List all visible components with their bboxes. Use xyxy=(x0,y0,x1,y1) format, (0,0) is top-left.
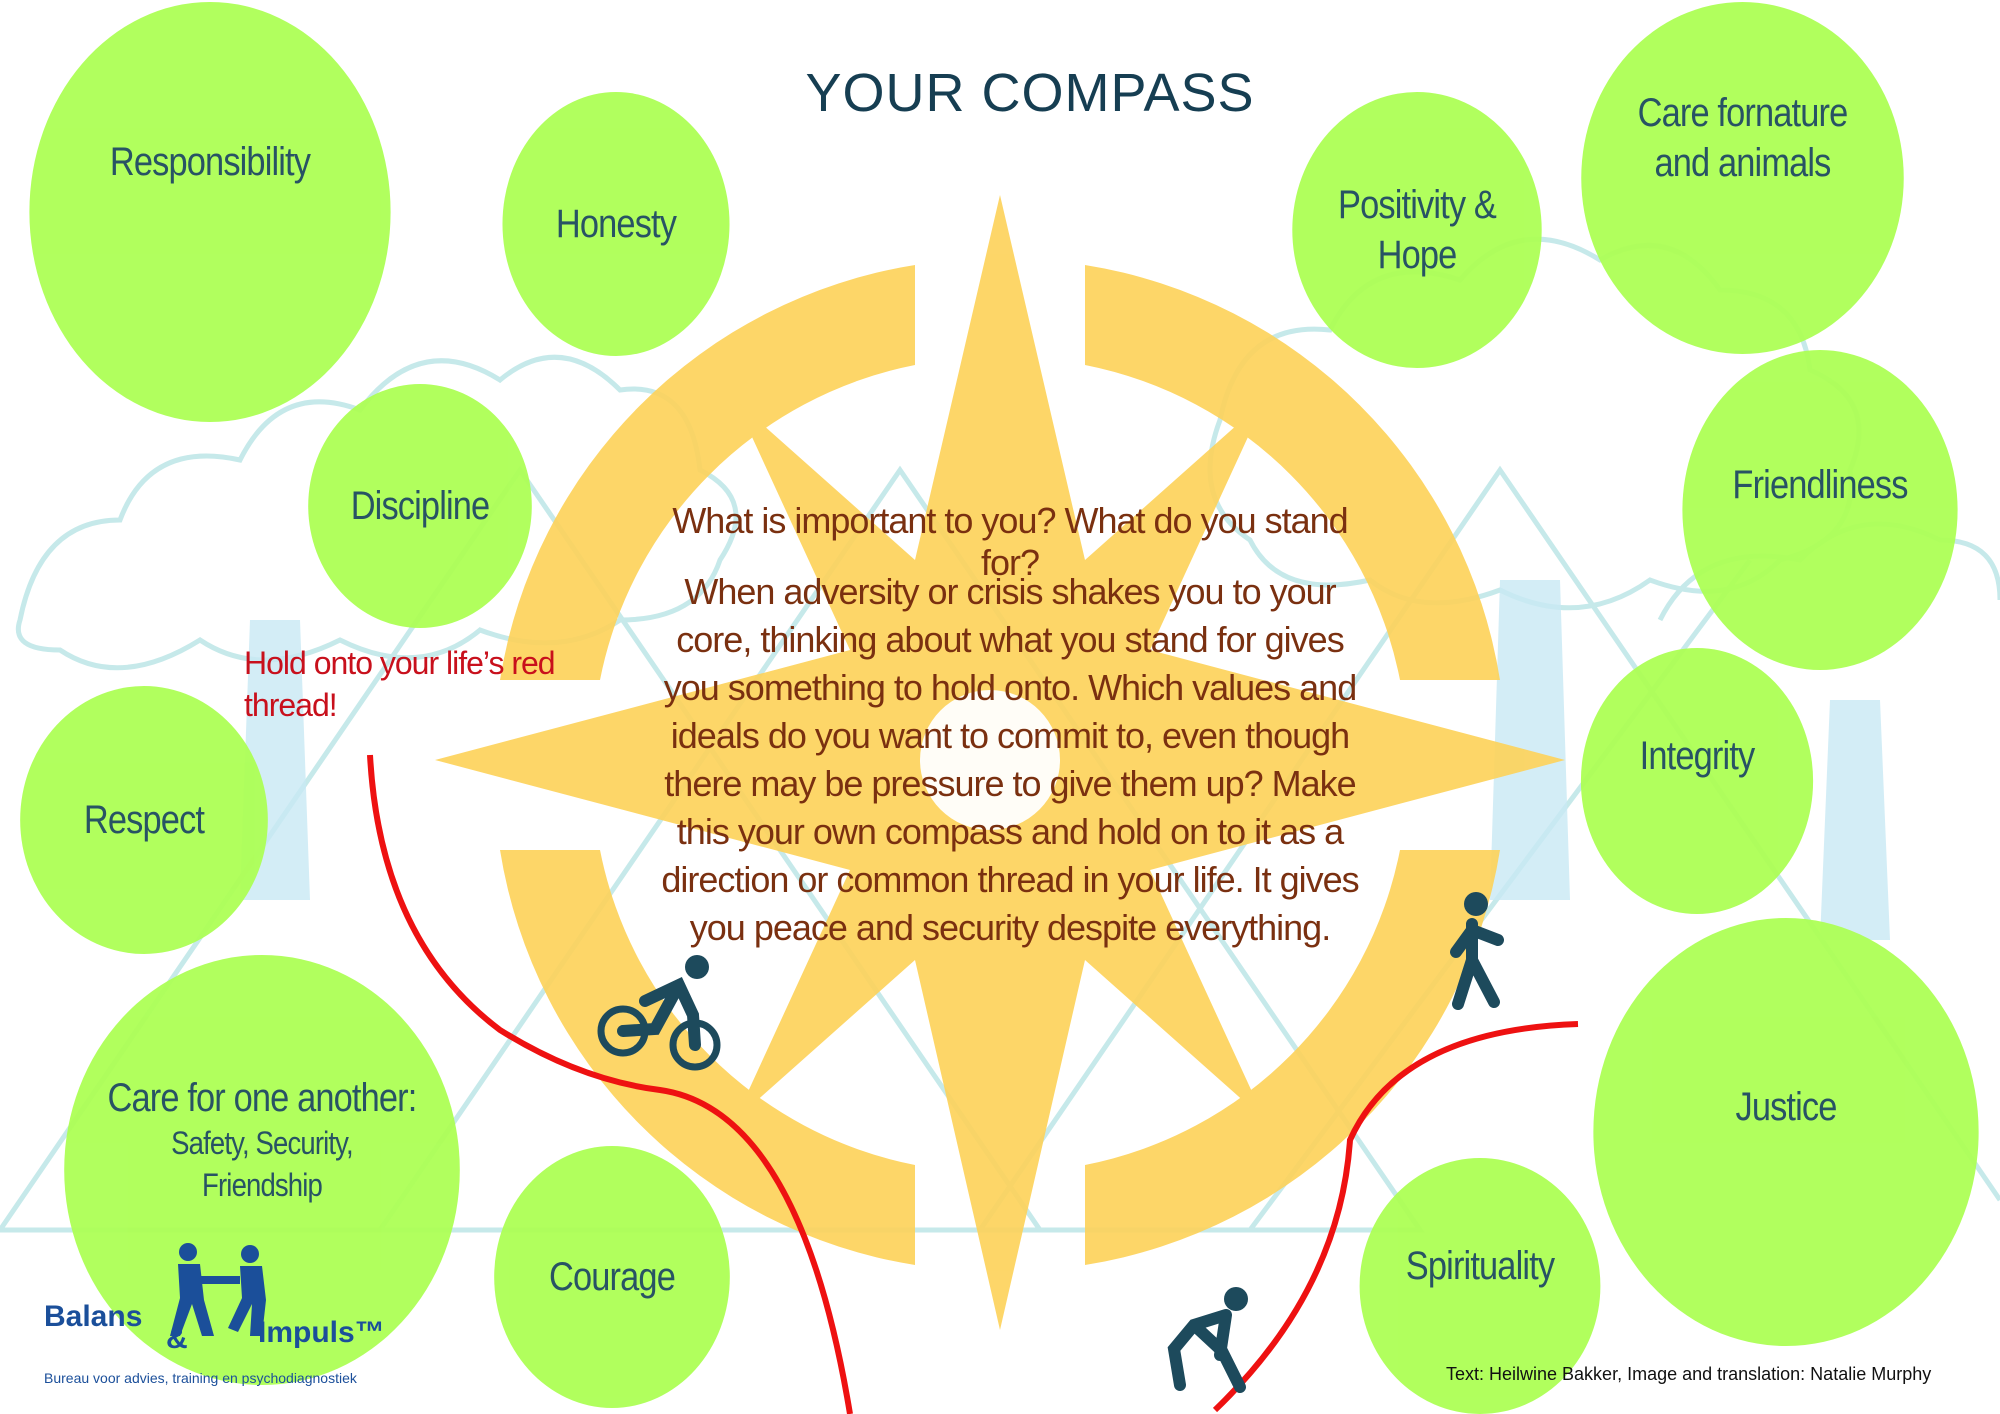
walker-icon xyxy=(1450,892,1504,1010)
value-respect: Respect xyxy=(20,686,268,954)
value-responsibility: Responsibility xyxy=(29,2,391,422)
value-courage: Courage xyxy=(494,1146,730,1408)
value-justice: Justice xyxy=(1593,918,1979,1346)
value-positivity-hope: Positivity & Hope xyxy=(1292,92,1542,368)
sketch-trunk-right xyxy=(1490,580,1570,900)
value-label: Hope xyxy=(1377,233,1458,277)
value-care-nature: Care fornature and animals xyxy=(1581,2,1904,354)
value-label: Friendliness xyxy=(1732,463,1908,507)
value-sub-label: Friendship xyxy=(202,1167,323,1203)
sketch-trunk-far-right xyxy=(1820,700,1890,940)
value-label: Respect xyxy=(83,798,205,842)
logo-tagline: Bureau voor advies, training en psychodi… xyxy=(44,1370,357,1386)
logo-ampersand: & xyxy=(166,1322,188,1355)
compass-question: What is important to you? What do you st… xyxy=(672,500,1348,583)
compass-ring-bottom-left xyxy=(500,850,915,1265)
value-friendliness: Friendliness xyxy=(1682,350,1958,670)
logo-word-balans: Balans xyxy=(44,1300,143,1333)
value-honesty: Honesty xyxy=(502,92,730,356)
starting-runner-icon xyxy=(1167,1287,1248,1393)
value-label: Spirituality xyxy=(1405,1244,1555,1288)
value-integrity: Integrity xyxy=(1580,648,1814,914)
sketch-tree-left xyxy=(16,354,739,671)
value-label: Justice xyxy=(1735,1085,1837,1129)
value-discipline: Discipline xyxy=(308,384,532,628)
value-label: Discipline xyxy=(350,484,490,528)
logo: Balans & Impuls™ Bureau voor advies, tra… xyxy=(40,1240,400,1390)
logo-figures-icon xyxy=(170,1243,266,1336)
cyclist-icon xyxy=(597,955,721,1071)
value-sub-label: Safety, Security, xyxy=(171,1125,354,1162)
red-thread-left xyxy=(367,754,853,1414)
value-label: and animals xyxy=(1654,141,1831,185)
value-label: Care for one another: xyxy=(107,1076,418,1121)
compass-center xyxy=(920,690,1060,830)
credit-line: Text: Heilwine Bakker, Image and transla… xyxy=(1446,1364,1932,1384)
value-label: Integrity xyxy=(1639,734,1755,778)
value-label: Courage xyxy=(549,1255,676,1299)
compass-ring-top-right xyxy=(1085,265,1500,680)
red-thread-right xyxy=(1212,1021,1579,1413)
value-spirituality: Spirituality xyxy=(1359,1158,1601,1414)
value-label: Care fornature xyxy=(1637,91,1849,135)
compass-ring-bottom-right xyxy=(1085,850,1500,1265)
red-thread-note: Hold onto your life’s red thread! xyxy=(244,645,556,723)
value-label: Positivity & xyxy=(1338,183,1497,227)
logo-word-impuls: Impuls™ xyxy=(258,1316,385,1349)
compass-ring-top-left xyxy=(500,265,915,680)
compass-body-text: When adversity or crisis shakes you to y… xyxy=(661,571,1359,948)
value-label: Responsibility xyxy=(109,140,311,184)
value-label: Honesty xyxy=(555,202,677,246)
page-title: YOUR COMPASS xyxy=(805,63,1255,123)
